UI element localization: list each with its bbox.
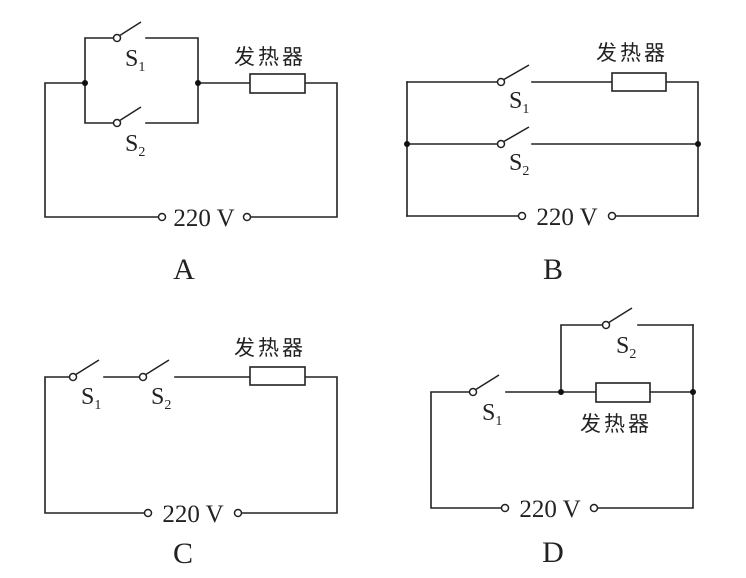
voltage-label-d: 220 V [519, 496, 580, 523]
heater-b [611, 72, 667, 92]
junction-a-left [82, 80, 88, 86]
switch-label-a-s1: S1 [125, 46, 145, 75]
switch-d-s2 [601, 307, 633, 330]
circuit-c: 发热器 S1 S2 220 V C [44, 336, 338, 570]
wire-a-s2-right [145, 82, 199, 124]
voltage-label-a: 220 V [173, 205, 234, 232]
heater-label-a: 发热器 [234, 45, 306, 69]
switch-d-s1 [468, 374, 500, 397]
option-label-d: D [542, 536, 564, 569]
heater-d [595, 382, 651, 403]
terminal-d-right [589, 503, 599, 513]
wire-a-s1-right [145, 37, 199, 84]
switch-label-c-s1: S1 [81, 384, 101, 413]
wire-a-right [247, 82, 338, 218]
switch-c-s1 [68, 359, 100, 382]
wire-c-right [240, 376, 338, 514]
terminal-c-left [143, 508, 153, 518]
junction-a-right [195, 80, 201, 86]
terminal-a-right [242, 212, 252, 222]
switch-a-s2 [112, 106, 142, 128]
wire-a-s1-left [84, 37, 115, 84]
heater-label-d: 发热器 [580, 412, 652, 436]
switch-b-s2 [496, 126, 530, 149]
wire-c-left [44, 376, 146, 514]
wire-b-top-right [665, 81, 699, 217]
option-label-a: A [173, 253, 195, 286]
heater-a [249, 73, 306, 94]
junction-d-left [558, 389, 564, 395]
heater-c [249, 366, 306, 386]
terminal-d-left [500, 503, 510, 513]
circuit-d: 发热器 S1 S2 220 V D [430, 307, 696, 569]
terminal-c-right [233, 508, 243, 518]
switch-label-c-s2: S2 [151, 384, 171, 413]
switch-label-b-s2: S2 [509, 150, 529, 179]
heater-label-b: 发热器 [596, 41, 668, 65]
wire-d-left [430, 391, 503, 509]
junction-b-left [404, 141, 410, 147]
switch-label-a-s2: S2 [125, 131, 145, 160]
wire-d-right [596, 324, 694, 509]
wire-d-s2-left [560, 324, 604, 393]
switch-c-s2 [138, 359, 170, 382]
junction-b-right [695, 141, 701, 147]
voltage-label-c: 220 V [162, 501, 223, 528]
terminal-b-right [607, 211, 617, 221]
circuit-a: 发热器 S1 S2 220 V A [44, 21, 338, 286]
switch-a-s1 [112, 21, 142, 43]
switch-label-b-s1: S1 [509, 88, 529, 117]
option-label-b: B [543, 253, 563, 286]
circuit-b: 发热器 S1 S2 220 V B [404, 41, 701, 286]
switch-label-d-s2: S2 [616, 333, 636, 362]
wire-a-left [44, 82, 160, 218]
option-label-c: C [173, 537, 193, 570]
heater-label-c: 发热器 [234, 336, 306, 360]
voltage-label-b: 220 V [536, 204, 597, 231]
junction-d-right [690, 389, 696, 395]
switch-label-d-s1: S1 [482, 400, 502, 429]
terminal-a-left [157, 212, 167, 222]
terminal-b-left [517, 211, 527, 221]
switch-b-s1 [496, 64, 530, 87]
wire-a-s2-left [84, 82, 115, 124]
